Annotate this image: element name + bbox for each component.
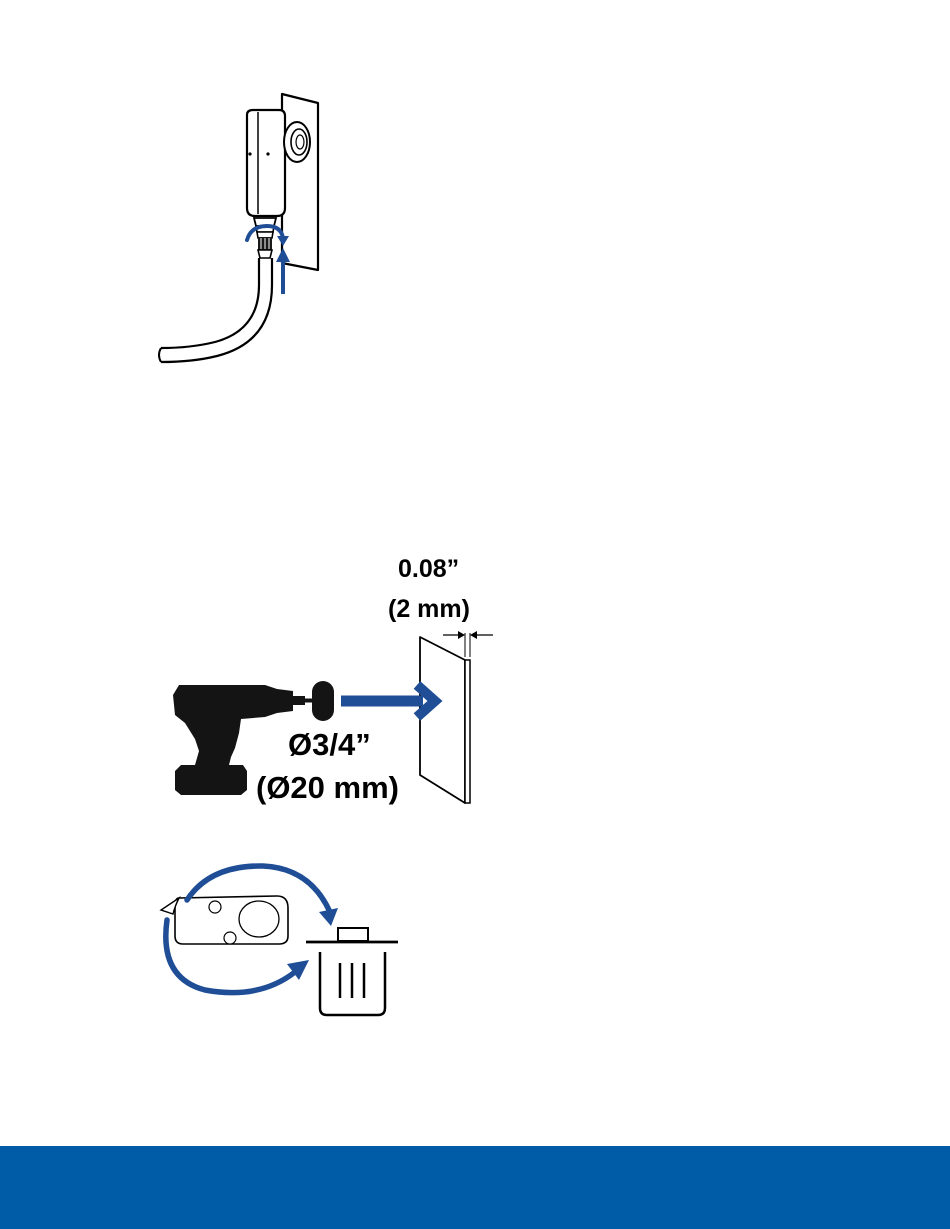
footer-band [0,1146,950,1229]
trash-bin-icon [155,860,405,1020]
wall-thickness-inches-label: 0.08” [398,557,459,582]
cable-connector-illustration [155,80,330,365]
cable-connector-twist-icon [155,80,330,365]
wall-thickness-mm-label: (2 mm) [388,597,470,622]
hole-diameter-inches-label: Ø3/4” [288,729,371,760]
disposal-illustration [155,860,405,1020]
hole-diameter-mm-label: (Ø20 mm) [256,772,399,803]
